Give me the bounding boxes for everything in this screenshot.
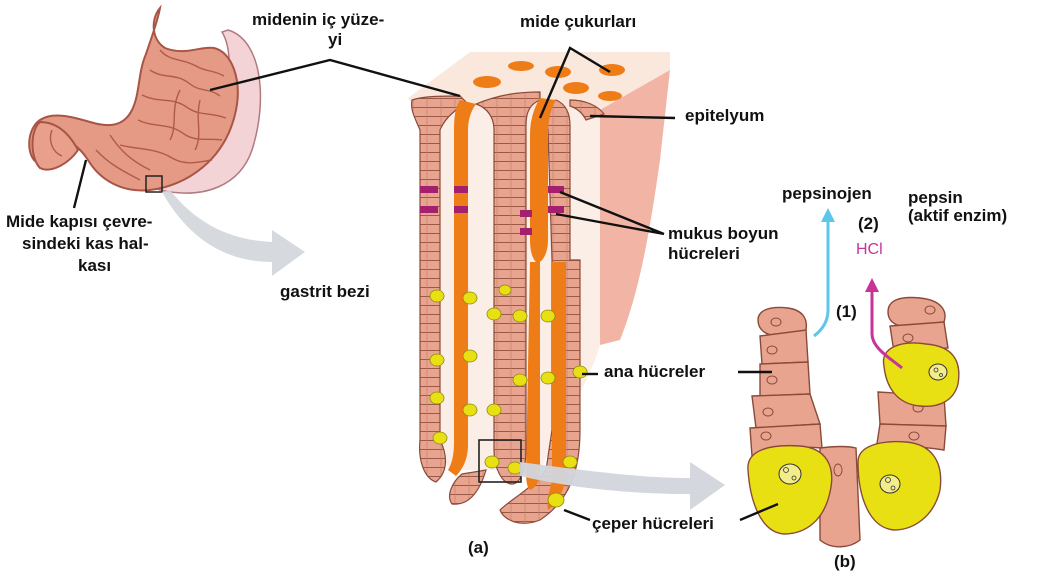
label-epithelium: epitelyum <box>685 106 764 126</box>
label-parietal-cells: çeper hücreleri <box>592 514 714 534</box>
label-pepsin: pepsin <box>908 188 963 208</box>
label-step-2: (2) <box>858 214 879 234</box>
gland-cell-cluster <box>748 298 959 547</box>
label-step-1: (1) <box>836 302 857 322</box>
label-panel-a: (a) <box>468 538 489 558</box>
label-gastric-gland: gastrit bezi <box>280 282 370 302</box>
gastric-gland-section <box>408 52 670 523</box>
label-pepsin-active: (aktif enzim) <box>908 206 1007 226</box>
label-mucous-neck-2: hücreleri <box>668 244 740 264</box>
label-panel-b: (b) <box>834 552 856 572</box>
stomach-illustration <box>29 8 260 193</box>
label-inner-surface-2: yi <box>328 30 342 50</box>
leader-parietal <box>564 510 590 520</box>
label-gastric-pits: mide çukurları <box>520 12 636 32</box>
leader-pylorus <box>74 160 86 208</box>
label-hcl: HCl <box>856 240 883 260</box>
magnify-arrow-1 <box>162 190 305 276</box>
pepsinogen-arrow <box>814 218 828 336</box>
label-inner-surface-1: midenin iç yüze- <box>252 10 384 30</box>
label-pepsinogen: pepsinojen <box>782 184 872 204</box>
label-pylorus-2: sindeki kas hal- <box>22 234 149 254</box>
label-pylorus-3: kası <box>78 256 111 276</box>
label-chief-cells: ana hücreler <box>604 362 705 382</box>
label-mucous-neck-1: mukus boyun <box>668 224 779 244</box>
label-pylorus-1: Mide kapısı çevre- <box>6 212 152 232</box>
